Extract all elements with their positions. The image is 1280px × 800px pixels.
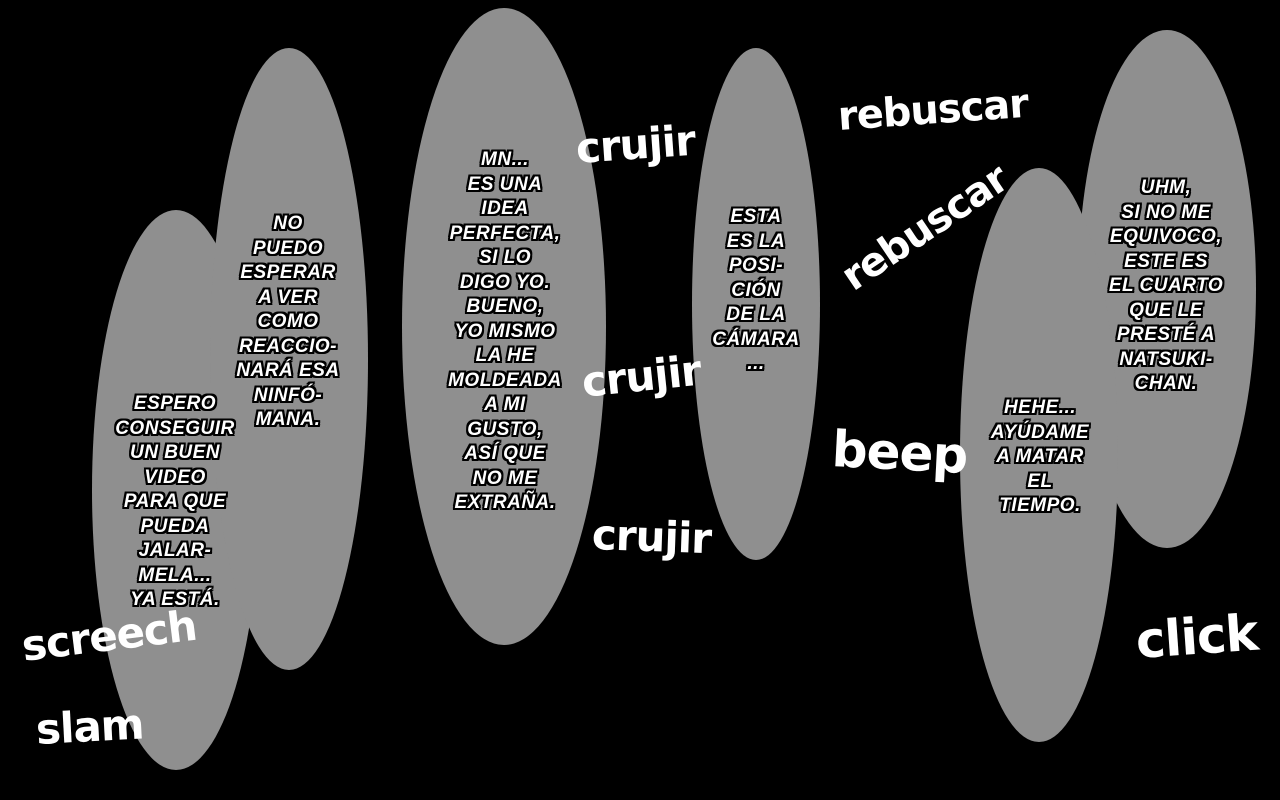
speech-bubble-4: [692, 48, 820, 560]
bubble-text-2: NO PUEDO ESPERAR A VER COMO REACCIO- NAR…: [236, 213, 340, 430]
speech-bubble-3: [402, 8, 606, 645]
bubble-text-1: ESPERO CONSEGUIR UN BUEN VIDEO PARA QUE …: [115, 393, 235, 610]
sfx-crujir-3: crujir: [591, 510, 712, 564]
speech-bubble-5: [960, 168, 1118, 742]
speech-bubble-2: [210, 48, 368, 670]
bubble-text-3: MN... ES UNA IDEA PERFECTA, SI LO DIGO Y…: [448, 149, 562, 513]
bubble-text-5: HEHE... AYÚDAME A MATAR EL TIEMPO.: [990, 397, 1090, 516]
bubble-text-6: UHM, SI NO ME EQUIVOCO, ESTE ES EL CUART…: [1108, 177, 1224, 394]
sfx-slam: slam: [34, 699, 145, 754]
bubble-text-4: ESTA ES LA POSI- CIÓN DE LA CÁMARA ...: [712, 206, 800, 374]
sfx-click: click: [1133, 603, 1260, 670]
sfx-crujir-1: crujir: [574, 115, 697, 173]
sfx-rebuscar-1: rebuscar: [836, 80, 1030, 140]
sfx-beep: beep: [830, 420, 969, 486]
